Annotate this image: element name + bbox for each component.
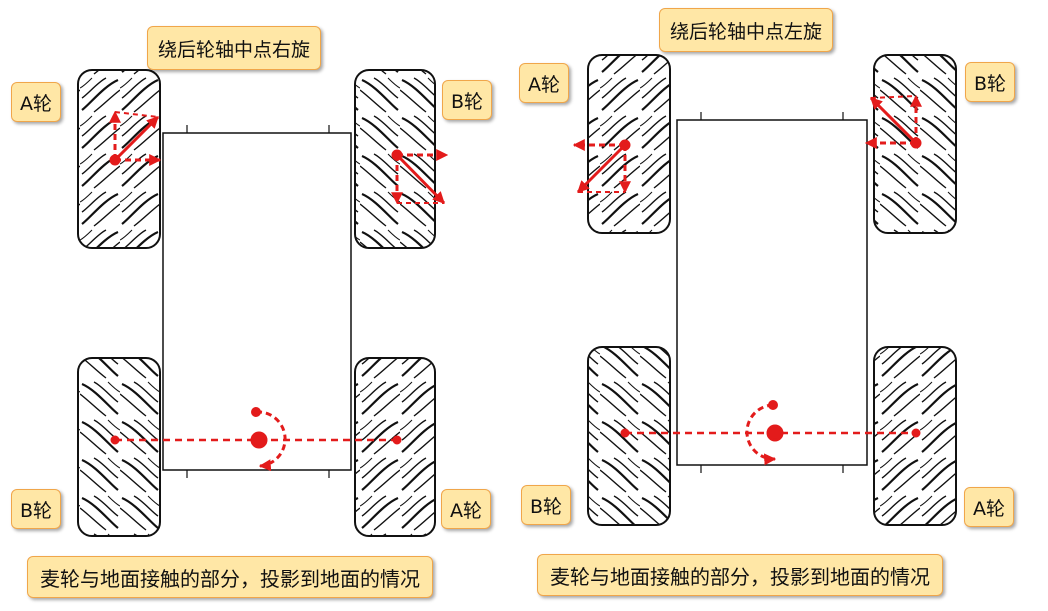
left-chassis xyxy=(162,132,352,471)
right-panel xyxy=(572,54,957,526)
left-front-left-vectors xyxy=(109,110,162,166)
left-front-left-wheel-label: A轮 xyxy=(11,82,61,122)
left-panel xyxy=(77,69,449,537)
right-rear-left-wheel-label: B轮 xyxy=(521,485,572,525)
left-chassis-pins xyxy=(186,125,330,478)
left-front-right-wheel-label: B轮 xyxy=(442,80,493,120)
right-title: 绕后轮轴中点左旋 xyxy=(659,8,834,52)
right-wheel-rear-left xyxy=(587,346,671,526)
left-title: 绕后轮轴中点右旋 xyxy=(147,26,322,70)
right-rear-right-wheel-label: A轮 xyxy=(964,487,1014,527)
right-front-left-vectors xyxy=(572,139,631,194)
left-rear-right-wheel-label: A轮 xyxy=(441,489,491,529)
right-chassis-pins xyxy=(700,112,844,473)
right-caption: 麦轮与地面接触的部分，投影到地面的情况 xyxy=(537,554,943,596)
right-front-right-vectors xyxy=(864,94,922,149)
left-wheel-rear-left xyxy=(77,357,161,537)
left-front-right-vectors xyxy=(391,149,449,205)
left-rear-axle-rotation xyxy=(110,407,402,472)
left-rear-left-wheel-label: B轮 xyxy=(11,489,62,529)
right-rear-axle-rotation xyxy=(620,400,921,466)
right-chassis xyxy=(676,119,868,466)
right-front-left-wheel-label: A轮 xyxy=(519,63,569,103)
right-front-right-wheel-label: B轮 xyxy=(965,62,1016,102)
left-wheel-rear-right xyxy=(354,357,436,537)
left-caption: 麦轮与地面接触的部分，投影到地面的情况 xyxy=(27,556,433,598)
